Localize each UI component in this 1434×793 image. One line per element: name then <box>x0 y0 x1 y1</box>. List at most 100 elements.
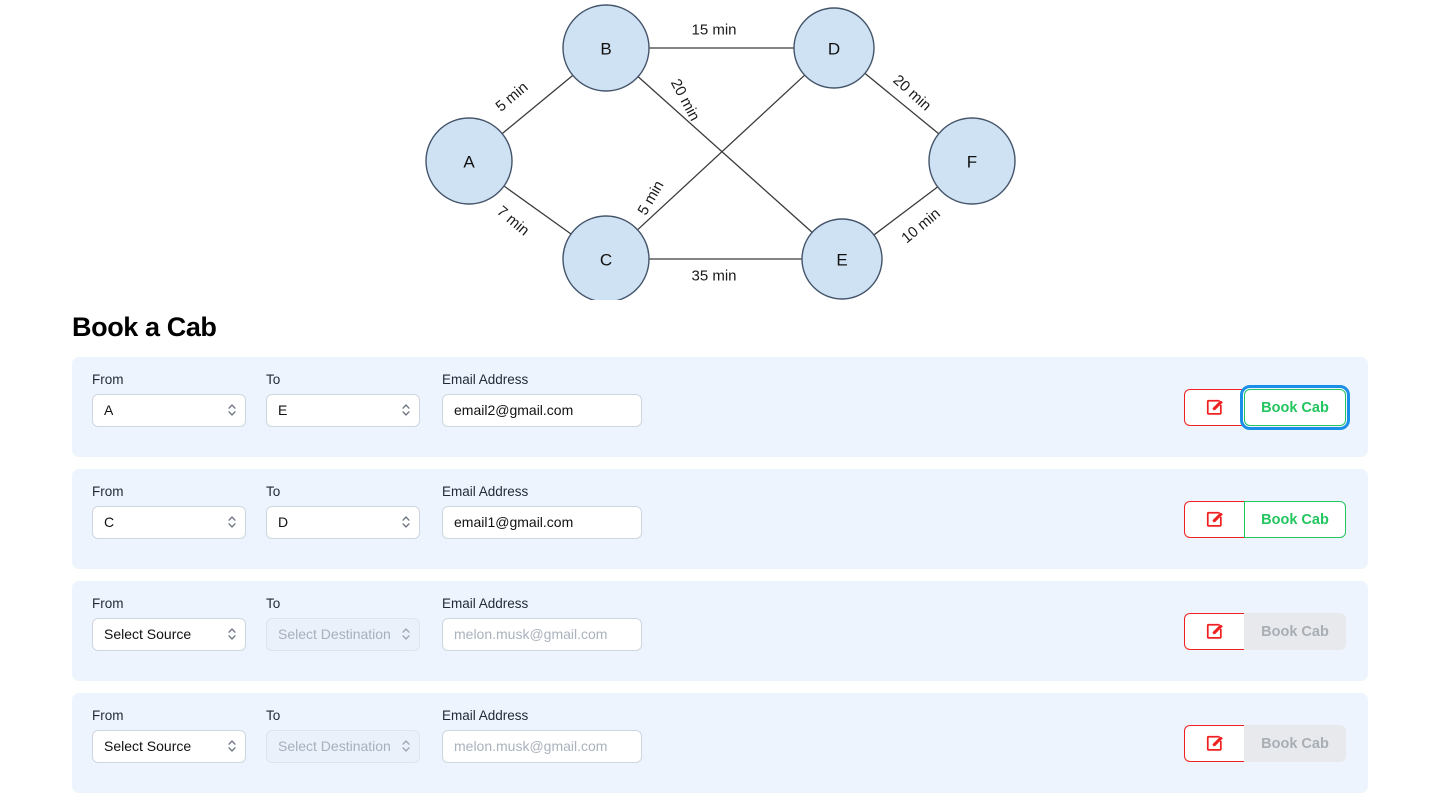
graph-edge-label-c-e: 35 min <box>691 268 736 285</box>
graph-edge-label-b-d: 15 min <box>691 22 736 39</box>
graph-node-layer: A B C D E F <box>425 4 1016 300</box>
graph-node-e <box>801 218 883 300</box>
to-select-value: Select Destination <box>278 738 391 755</box>
from-label: From <box>92 596 124 611</box>
from-label: From <box>92 708 124 723</box>
email-input[interactable]: email1@gmail.com <box>442 505 642 539</box>
edit-pencil-icon <box>1206 623 1223 639</box>
email-field-group: Email Address melon.musk@gmail.com <box>442 596 642 651</box>
select-chevron-updown-icon <box>228 516 236 528</box>
from-select-value: C <box>104 514 115 531</box>
to-select-value: D <box>278 514 289 531</box>
graph-edge-a-c <box>503 185 572 235</box>
book-cab-button: Book Cab <box>1244 725 1346 762</box>
graph-edge-b-e <box>637 76 813 233</box>
email-input[interactable]: email2@gmail.com <box>442 393 642 427</box>
graph-node-label-f: F <box>967 153 977 172</box>
email-label: Email Address <box>442 708 529 723</box>
select-chevron-updown-icon <box>402 516 410 528</box>
edit-pencil-icon <box>1206 511 1223 527</box>
row-actions: Book Cab <box>1184 613 1346 650</box>
graph-edge-a-b <box>501 74 574 135</box>
graph-edge-label-a-c: 7 min <box>493 203 532 240</box>
to-label: To <box>266 372 281 387</box>
to-select-value: E <box>278 402 288 419</box>
graph-node-label-c: C <box>600 251 612 270</box>
route-graph-svg: A B C D E F 5 min 7 min 15 min 20 min 5 min 35 min… <box>425 4 1016 300</box>
graph-node-label-e: E <box>836 251 847 270</box>
email-input[interactable]: melon.musk@gmail.com <box>442 729 642 763</box>
graph-edge-label-a-b: 5 min <box>492 79 531 116</box>
select-chevron-updown-icon <box>228 628 236 640</box>
graph-edge-label-b-e: 20 min <box>667 76 703 124</box>
graph-node-label-d: D <box>828 40 840 59</box>
graph-node-b <box>562 4 650 92</box>
email-field-group: Email Address email1@gmail.com <box>442 484 642 539</box>
graph-edge-layer <box>501 47 940 260</box>
from-select-value: Select Source <box>104 738 192 755</box>
to-label: To <box>266 708 281 723</box>
graph-node-d <box>793 7 875 89</box>
book-cab-button: Book Cab <box>1244 613 1346 650</box>
from-label: From <box>92 484 124 499</box>
email-field-group: Email Address melon.musk@gmail.com <box>442 708 642 763</box>
to-label: To <box>266 484 281 499</box>
graph-edge-e-f <box>873 186 939 236</box>
graph-node-label-b: B <box>600 40 611 59</box>
select-chevron-updown-icon <box>228 404 236 416</box>
graph-node-c <box>562 215 650 300</box>
row-actions: Book Cab <box>1184 725 1346 762</box>
edit-button[interactable] <box>1184 613 1244 650</box>
book-cab-button[interactable]: Book Cab <box>1244 501 1346 538</box>
from-select-value: Select Source <box>104 626 192 643</box>
from-select[interactable]: Select Source <box>92 729 246 763</box>
to-select: Select Destination <box>266 617 420 651</box>
email-label: Email Address <box>442 596 529 611</box>
graph-edge-label-d-f: 20 min <box>890 72 935 115</box>
select-chevron-updown-icon <box>228 740 236 752</box>
from-select[interactable]: Select Source <box>92 617 246 651</box>
edit-pencil-icon <box>1206 735 1223 751</box>
page-title: Book a Cab <box>72 312 217 342</box>
from-select-value: A <box>104 402 114 419</box>
select-chevron-updown-icon <box>402 404 410 416</box>
email-label: Email Address <box>442 484 529 499</box>
edit-button[interactable] <box>1184 389 1244 426</box>
email-label: Email Address <box>442 372 529 387</box>
email-field-group: Email Address email2@gmail.com <box>442 372 642 427</box>
select-chevron-updown-icon <box>402 740 410 752</box>
graph-edge-c-d <box>637 74 806 231</box>
row-actions: Book Cab <box>1184 501 1346 538</box>
edit-button[interactable] <box>1184 501 1244 538</box>
email-input[interactable]: melon.musk@gmail.com <box>442 617 642 651</box>
row-actions: Book Cab <box>1184 385 1350 430</box>
graph-node-a <box>425 117 513 205</box>
route-graph: A B C D E F 5 min 7 min 15 min 20 min 5 min 35 min… <box>0 0 1434 300</box>
graph-node-label-a: A <box>463 153 475 172</box>
to-select[interactable]: E <box>266 393 420 427</box>
graph-node-f <box>928 117 1016 205</box>
edit-button[interactable] <box>1184 725 1244 762</box>
to-select[interactable]: D <box>266 505 420 539</box>
to-label: To <box>266 596 281 611</box>
to-select-value: Select Destination <box>278 626 391 643</box>
graph-edge-d-f <box>864 72 940 135</box>
to-select: Select Destination <box>266 729 420 763</box>
edit-pencil-icon <box>1206 399 1223 415</box>
from-label: From <box>92 372 124 387</box>
from-select[interactable]: C <box>92 505 246 539</box>
book-cab-button[interactable]: Book Cab <box>1240 385 1350 430</box>
graph-edge-label-c-d: 5 min <box>634 178 667 218</box>
from-select[interactable]: A <box>92 393 246 427</box>
